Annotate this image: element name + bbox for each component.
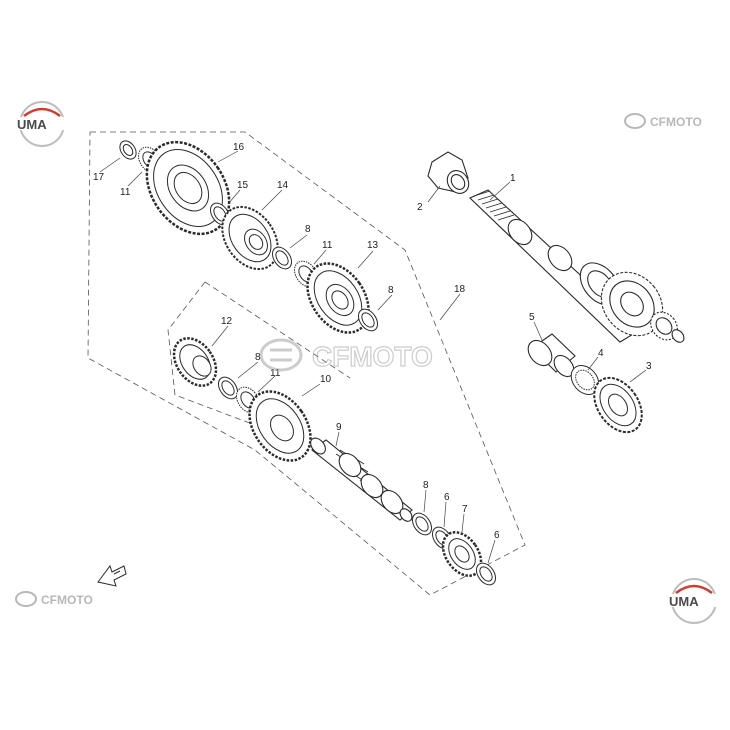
gear-7-drawing xyxy=(441,531,483,577)
part-label-11c[interactable]: 11 xyxy=(270,368,281,379)
part-label-1[interactable]: 1 xyxy=(510,173,516,184)
part-label-11a[interactable]: 11 xyxy=(120,187,131,198)
circlip-6-b-drawing xyxy=(475,562,497,586)
gear-13-drawing xyxy=(306,262,370,334)
uma-logo-top-left: UMA xyxy=(12,101,72,147)
cfmoto-logo-icon xyxy=(259,338,303,372)
part-label-8d[interactable]: 8 xyxy=(423,480,429,491)
gear-16-drawing xyxy=(145,140,231,236)
bearing-4-drawing xyxy=(570,365,600,395)
part-label-8a[interactable]: 8 xyxy=(305,224,311,235)
part-label-5[interactable]: 5 xyxy=(529,312,535,323)
cfmoto-logo-bottom-left: CFMOTO xyxy=(15,591,93,607)
washer-8-a-drawing xyxy=(271,246,293,270)
part-label-8b[interactable]: 8 xyxy=(388,285,394,296)
part-label-15[interactable]: 15 xyxy=(237,180,249,191)
part-labels: 1 2 3 4 5 6 6 7 8 8 8 8 9 10 11 11 11 12… xyxy=(93,142,652,541)
part-label-17[interactable]: 17 xyxy=(93,172,105,183)
part-label-9[interactable]: 9 xyxy=(336,422,342,433)
gear-3-drawing xyxy=(593,376,643,434)
part-label-8c[interactable]: 8 xyxy=(255,352,261,363)
part-label-3[interactable]: 3 xyxy=(646,361,652,372)
part-label-2[interactable]: 2 xyxy=(417,202,423,213)
uma-logo-bottom-right: UMA xyxy=(664,578,724,624)
washer-8-c-drawing xyxy=(217,376,239,400)
uma-text-top: UMA xyxy=(17,117,47,132)
cfmoto-logo-top-right: CFMOTO xyxy=(624,113,702,129)
bushing-drawing xyxy=(527,333,576,378)
part-label-7[interactable]: 7 xyxy=(462,504,468,515)
gear-12-drawing xyxy=(172,337,218,387)
center-watermark: CFMOTO xyxy=(259,338,433,373)
part-label-6b[interactable]: 6 xyxy=(494,530,500,541)
counter-shaft-drawing xyxy=(310,437,413,522)
cfmoto-text-top-right: CFMOTO xyxy=(650,115,702,129)
gear-14-drawing xyxy=(221,205,279,271)
gear-10-drawing xyxy=(248,390,312,462)
washer-17-drawing xyxy=(119,140,137,160)
part-label-13[interactable]: 13 xyxy=(367,240,379,251)
part-label-6a[interactable]: 6 xyxy=(444,492,450,503)
washer-8-d-drawing xyxy=(411,512,433,536)
part-label-18[interactable]: 18 xyxy=(454,284,466,295)
part-label-16[interactable]: 16 xyxy=(233,142,245,153)
part-label-10[interactable]: 10 xyxy=(320,374,332,385)
part-label-4[interactable]: 4 xyxy=(598,348,604,359)
part-label-11b[interactable]: 11 xyxy=(322,240,333,251)
washer-8-b-drawing xyxy=(357,308,379,332)
cfmoto-text-bottom-left: CFMOTO xyxy=(41,593,93,607)
part-label-14[interactable]: 14 xyxy=(277,180,289,191)
leader-lines xyxy=(99,150,647,564)
uma-text-bottom: UMA xyxy=(669,594,699,609)
main-shaft-drawing xyxy=(427,151,685,343)
part-label-12[interactable]: 12 xyxy=(221,316,233,327)
front-arrow-icon xyxy=(97,564,127,587)
center-watermark-text: CFMOTO xyxy=(312,341,433,372)
